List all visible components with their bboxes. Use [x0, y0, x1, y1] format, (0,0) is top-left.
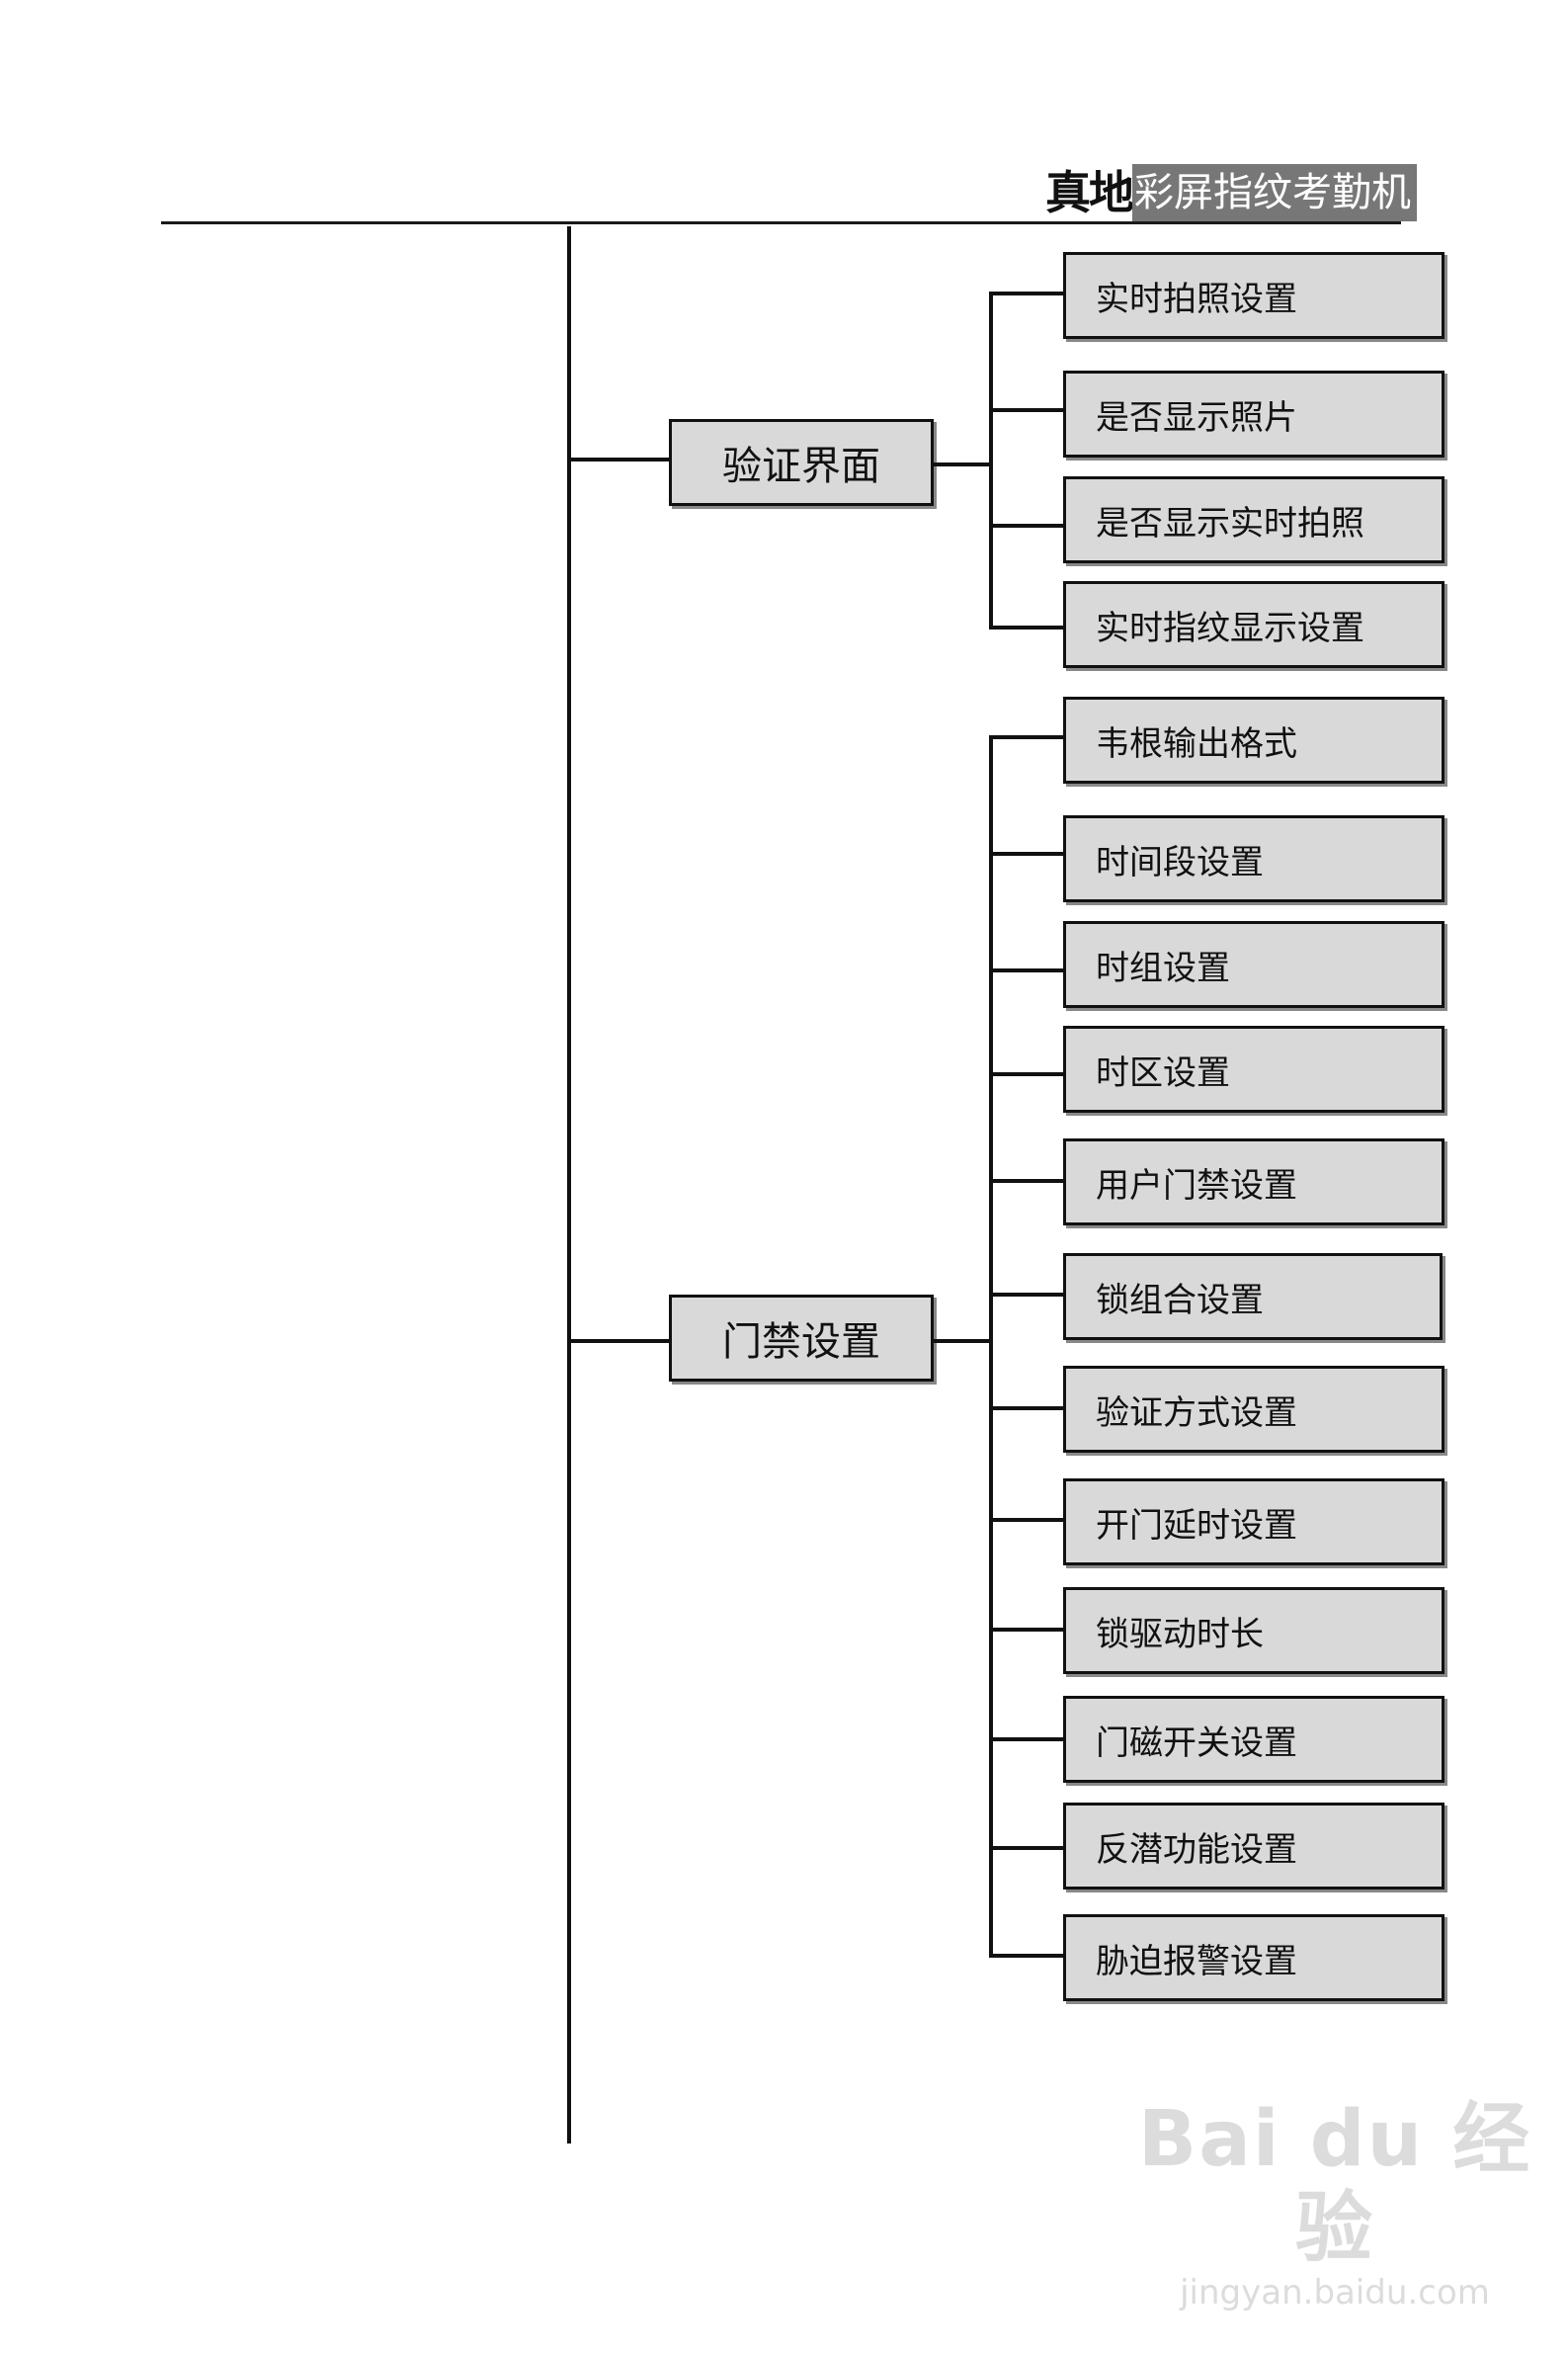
connector-item — [989, 735, 1066, 739]
menu-item-box: 实时拍照设置 — [1063, 252, 1444, 339]
menu-item-box: 验证方式设置 — [1063, 1366, 1444, 1453]
connector-item — [989, 1846, 1066, 1850]
menu-item-box: 时间段设置 — [1063, 815, 1444, 902]
connector-group-2-branch — [934, 1339, 991, 1343]
menu-item-box: 锁驱动时长 — [1063, 1587, 1444, 1674]
brand-logo: 真地 — [1045, 166, 1134, 219]
connector-item — [989, 968, 1066, 972]
connector-item — [989, 1954, 1066, 1958]
connector-item — [989, 626, 1066, 630]
connector-group-1-branch — [934, 462, 991, 466]
connector-item — [989, 292, 1066, 295]
document-title: 彩屏指纹考勤机 — [1132, 164, 1417, 221]
connector-item — [989, 1628, 1066, 1632]
menu-item-box: 开门延时设置 — [1063, 1478, 1444, 1565]
branch-line-group-1 — [989, 292, 993, 630]
connector-item — [989, 1072, 1066, 1076]
group-label: 验证界面 — [722, 444, 880, 489]
menu-item-box: 门磁开关设置 — [1063, 1696, 1444, 1783]
connector-trunk-group-2 — [569, 1339, 670, 1343]
menu-item-label: 反潜功能设置 — [1096, 1829, 1297, 1870]
menu-item-label: 时组设置 — [1096, 948, 1230, 988]
group-label: 门禁设置 — [722, 1319, 880, 1365]
menu-item-label: 开门延时设置 — [1096, 1505, 1297, 1546]
menu-item-label: 实时拍照设置 — [1096, 279, 1297, 319]
menu-item-box: 反潜功能设置 — [1063, 1803, 1444, 1890]
connector-item — [989, 1293, 1066, 1297]
menu-item-box: 实时指纹显示设置 — [1063, 581, 1444, 668]
menu-item-label: 实时指纹显示设置 — [1096, 608, 1364, 648]
menu-item-box: 胁迫报警设置 — [1063, 1914, 1444, 2001]
connector-item — [989, 1179, 1066, 1183]
menu-item-label: 胁迫报警设置 — [1096, 1941, 1297, 1981]
connector-item — [989, 1737, 1066, 1741]
menu-item-box: 是否显示实时拍照 — [1063, 476, 1444, 563]
menu-item-label: 是否显示照片 — [1096, 397, 1297, 438]
menu-item-label: 时区设置 — [1096, 1052, 1230, 1093]
menu-item-label: 锁组合设置 — [1096, 1280, 1264, 1320]
menu-item-label: 锁驱动时长 — [1096, 1614, 1264, 1654]
branch-line-group-2 — [989, 735, 993, 1958]
connector-item — [989, 408, 1066, 412]
watermark-logo: Bai du 经验 — [1137, 2095, 1532, 2273]
menu-item-label: 门磁开关设置 — [1096, 1723, 1297, 1763]
baidu-watermark: Bai du 经验 jingyan.baidu.com — [1102, 2095, 1568, 2312]
menu-item-box: 时区设置 — [1063, 1026, 1444, 1113]
header-brand: 真地 彩屏指纹考勤机 — [1045, 164, 1417, 221]
menu-item-box: 时组设置 — [1063, 921, 1444, 1008]
menu-item-label: 时间段设置 — [1096, 842, 1264, 882]
menu-item-box: 韦根输出格式 — [1063, 697, 1444, 784]
header-divider — [161, 221, 1401, 224]
menu-item-label: 验证方式设置 — [1096, 1392, 1297, 1433]
menu-item-label: 韦根输出格式 — [1096, 723, 1297, 764]
menu-item-label: 用户门禁设置 — [1096, 1165, 1297, 1206]
connector-item — [989, 1406, 1066, 1410]
group-box-verify-ui: 验证界面 — [669, 419, 934, 506]
connector-item — [989, 524, 1066, 528]
main-trunk-line — [567, 226, 571, 2143]
menu-item-box: 锁组合设置 — [1063, 1253, 1443, 1340]
watermark-url: jingyan.baidu.com — [1180, 2273, 1490, 2312]
connector-item — [989, 1518, 1066, 1522]
menu-item-box: 用户门禁设置 — [1063, 1138, 1444, 1225]
connector-item — [989, 852, 1066, 856]
menu-item-label: 是否显示实时拍照 — [1096, 503, 1364, 544]
menu-item-box: 是否显示照片 — [1063, 371, 1444, 458]
connector-trunk-group-1 — [569, 458, 670, 462]
group-box-access-control: 门禁设置 — [669, 1295, 934, 1382]
